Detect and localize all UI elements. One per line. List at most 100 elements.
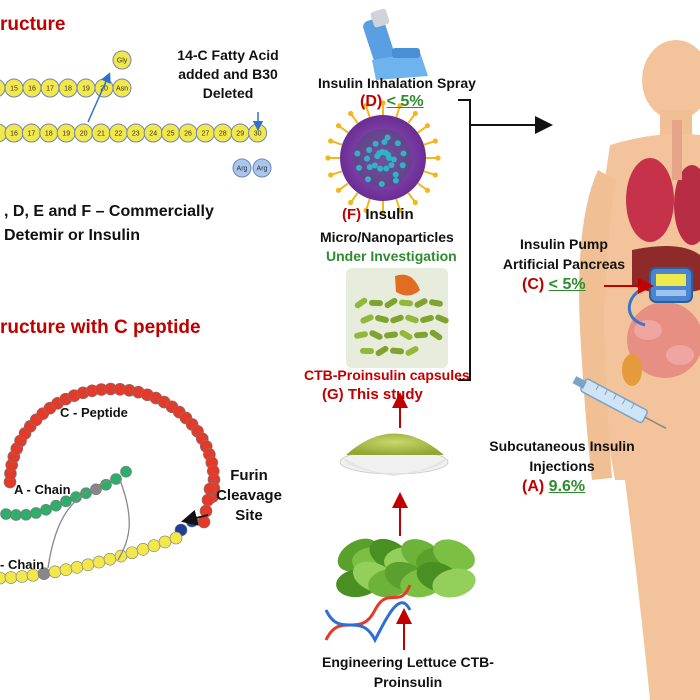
a-chain-residue [0, 508, 12, 520]
b-chain-residue [70, 561, 84, 574]
subq-caption: Subcutaneous Insulin Injections [474, 436, 650, 476]
svg-text:17: 17 [46, 86, 54, 93]
b-chain-residue [136, 543, 150, 556]
pump-line2: Artificial Pancreas [502, 256, 626, 272]
b-chain-residue [147, 539, 161, 552]
a-chain-residue: 16 [22, 78, 42, 98]
svg-text:30: 30 [254, 131, 262, 138]
pump-caption: Insulin Pump Artificial Pancreas [496, 234, 632, 274]
a-chain-residue [30, 507, 42, 519]
cleavage-site-residue [185, 514, 199, 528]
svg-text:19: 19 [62, 131, 70, 138]
b-chain-residue: 21 [91, 123, 111, 143]
b-chain-residue [15, 570, 29, 583]
b-chain-residue [114, 549, 128, 563]
svg-text:20: 20 [80, 131, 88, 138]
svg-text:18: 18 [64, 86, 72, 93]
b-chain-residue [92, 555, 106, 569]
svg-text:17: 17 [28, 131, 36, 138]
proinsulin-chains [0, 382, 221, 585]
a-chain-residue: Asn [112, 78, 132, 98]
svg-text:22: 22 [115, 131, 123, 138]
powder-bowl-icon [339, 433, 449, 476]
svg-text:25: 25 [167, 131, 175, 138]
fatty-acid-note-line1: 14-C Fatty Acid [177, 47, 279, 63]
b-chain-residue: 16 [4, 123, 24, 143]
svg-text:27: 27 [202, 131, 210, 138]
svg-text:16: 16 [10, 131, 18, 138]
methods-bracket [458, 99, 471, 381]
particles-line2: Micro/Nanoparticles [320, 229, 454, 245]
a-chain-residue [70, 491, 82, 503]
pump-letter: (C) [522, 276, 545, 293]
capsules-note: (G) This study [322, 386, 423, 403]
subq-line1: Subcutaneous Insulin [489, 438, 635, 454]
lettuce-line2: Proinsulin [373, 674, 443, 690]
inhalation-value: < 5% [386, 93, 424, 110]
b-chain-residue [125, 546, 139, 560]
svg-text:18: 18 [45, 131, 53, 138]
inhalation-letter: (D) [360, 93, 383, 110]
svg-text:Gly: Gly [117, 58, 128, 65]
b-chain-residue: 29 [230, 123, 250, 143]
human-anatomy-icon [579, 40, 700, 700]
commercial-insulins-text: , D, E and F – Commercially Detemir or I… [4, 200, 214, 248]
subq-value: 9.6% [548, 478, 586, 495]
insulin-structure-heading: ructure [0, 14, 66, 35]
a-chain-residue: 20 [94, 78, 114, 98]
particles-word: Insulin [365, 206, 414, 223]
subq-line2: Injections [529, 458, 595, 474]
b-chain-residue: 25 [161, 123, 181, 143]
b-chain-residue: 22 [108, 123, 128, 143]
inhaler-icon [363, 8, 428, 80]
b-chain-residue: 26 [178, 123, 198, 143]
b-chain-residue: 23 [126, 123, 146, 143]
svg-text:Arg: Arg [237, 166, 248, 173]
fatty-acid-note: 14-C Fatty Acid added and B30 Deleted [168, 46, 288, 103]
furin-cleavage-label: Furin Cleavage Site [214, 466, 284, 526]
a-chain-residue: 19 [76, 78, 96, 98]
furin-line3: Site [235, 507, 263, 524]
c-peptide-residue [201, 493, 215, 507]
svg-text:28: 28 [219, 131, 227, 138]
lettuce-caption: Engineering Lettuce CTB- Proinsulin [304, 652, 512, 692]
svg-text:23: 23 [132, 131, 140, 138]
a-chain-residue [20, 508, 32, 521]
pump-stat: (C) < 5% [522, 276, 586, 294]
b-chain-residue: Arg [252, 158, 272, 178]
disulfide-bridge [117, 479, 130, 561]
b-chain-residue [4, 571, 18, 584]
a-chain-residue: 18 [58, 78, 78, 98]
b-chain-residue: 27 [195, 123, 215, 143]
furin-arrow [181, 509, 209, 526]
b-chain-residue: 24 [143, 123, 163, 143]
svg-text:20: 20 [100, 86, 108, 93]
pump-line1: Insulin Pump [520, 236, 608, 252]
capsules-title: CTB-Proinsulin capsules [304, 367, 470, 383]
svg-text:24: 24 [149, 131, 157, 138]
a-chain-link-arrow [87, 72, 111, 123]
inhalation-title: Insulin Inhalation Spray [318, 75, 476, 91]
capsules-letter: (G) [322, 386, 344, 403]
a-chain-residue [100, 478, 112, 491]
lettuce-icon [336, 538, 476, 598]
particles-status: Under Investigation [326, 248, 457, 264]
commercial-insulins-line2: Detemir or Insulin [4, 227, 141, 244]
b-chain-residue: 30 [248, 123, 268, 143]
b-chain-residue: 28 [213, 123, 233, 143]
svg-text:29: 29 [236, 131, 244, 138]
fatty-acid-note-line3: Deleted [202, 85, 254, 101]
b-chain-residue: 18 [39, 123, 59, 143]
subq-letter: (A) [522, 478, 545, 495]
svg-text:21: 21 [97, 131, 105, 138]
a-chain-residue [0, 79, 6, 97]
b-chain-residue: 17 [21, 123, 41, 143]
b-chain-residue [81, 558, 95, 572]
b-chain-residue [169, 531, 183, 545]
fatty-acid-note-line2: added and B30 [178, 66, 278, 82]
svg-text:19: 19 [82, 86, 90, 93]
